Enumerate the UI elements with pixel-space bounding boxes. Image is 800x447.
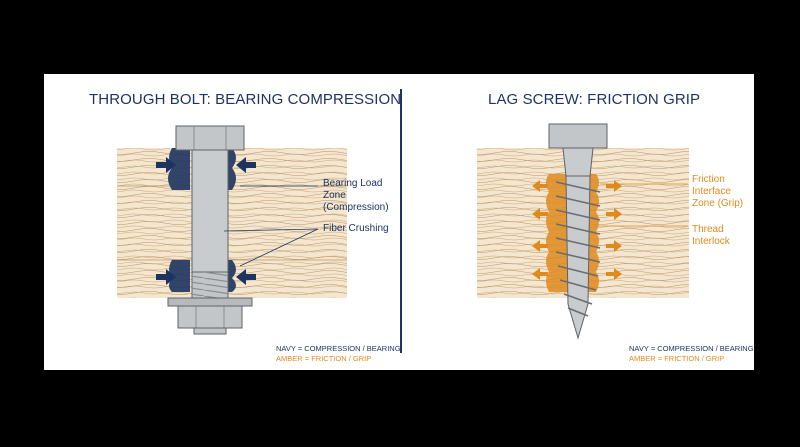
bearing-label-line-2: Zone: [323, 190, 346, 201]
right-legend-amber: AMBER = FRICTION / GRIP: [629, 354, 725, 363]
fiber-crushing-label: Fiber Crushing: [323, 223, 389, 234]
diagram-artwork: [117, 123, 689, 340]
thread-interlock-label: Thread Interlock: [692, 224, 730, 248]
left-panel-title: THROUGH BOLT: BEARING COMPRESSION: [89, 91, 402, 108]
right-legend: NAVY = COMPRESSION / BEARING AMBER = FRI…: [629, 344, 754, 364]
friction-label-line-2: Interface: [692, 186, 731, 197]
friction-arrows: [532, 180, 622, 280]
friction-label-line-3: Zone (Grip): [692, 198, 744, 209]
bearing-load-zone-label: Bearing Load Zone (Compression): [323, 178, 389, 214]
bearing-label-line-3: (Compression): [323, 202, 389, 213]
left-legend: NAVY = COMPRESSION / BEARING AMBER = FRI…: [276, 344, 401, 364]
right-panel-title: LAG SCREW: FRICTION GRIP: [488, 91, 701, 108]
diagram-panel: THROUGH BOLT: BEARING COMPRESSION LAG SC…: [44, 74, 754, 370]
friction-label-line-1: Friction: [692, 174, 725, 185]
bearing-label-line-1: Bearing Load: [323, 178, 383, 189]
left-legend-amber: AMBER = FRICTION / GRIP: [276, 354, 372, 363]
through-bolt: [167, 125, 253, 335]
panel-divider: [400, 89, 402, 353]
lag-screw: [548, 123, 608, 340]
thread-label-line-1: Thread: [692, 224, 724, 235]
thread-label-line-2: Interlock: [692, 236, 730, 247]
left-legend-navy: NAVY = COMPRESSION / BEARING: [276, 344, 401, 353]
compression-arrows: [156, 157, 256, 285]
right-legend-navy: NAVY = COMPRESSION / BEARING: [629, 344, 754, 353]
friction-interface-label: Friction Interface Zone (Grip): [692, 174, 743, 210]
